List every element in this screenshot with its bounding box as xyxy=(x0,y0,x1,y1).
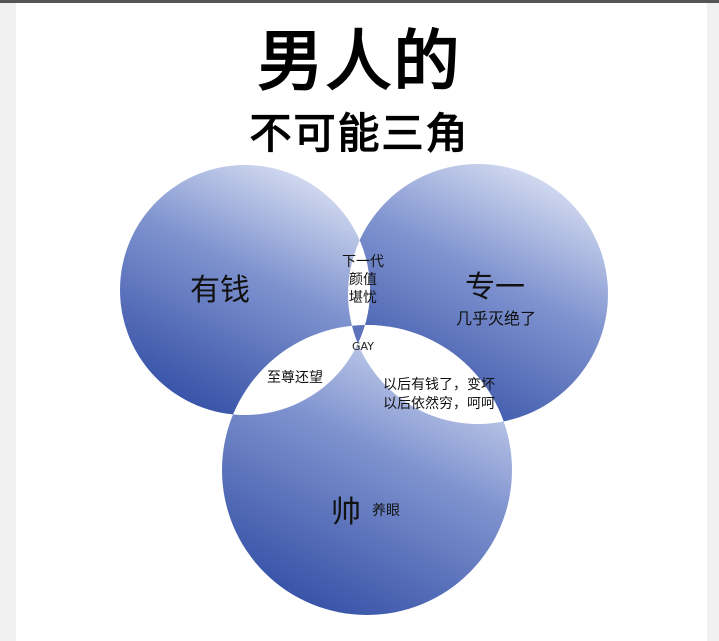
label-all-three: GAY xyxy=(352,340,374,353)
intersection-loyal-handsome xyxy=(348,325,512,424)
title: 男人的 xyxy=(257,22,462,100)
text-line: 以后有钱了，变坏 xyxy=(383,377,495,393)
right-margin xyxy=(707,3,719,641)
left-margin xyxy=(0,3,16,641)
intersection-rich-handsome xyxy=(222,325,370,415)
label-handsome: 帅 xyxy=(331,495,361,530)
text-line: 堪忧 xyxy=(349,290,377,306)
label-rich-loyal: 下一代 颜值 堪忧 xyxy=(338,253,388,307)
label-rich-handsome: 至尊还望 xyxy=(267,370,323,386)
text-line: 以后依然穷，呵呵 xyxy=(383,396,495,412)
label-handsome-note: 养眼 xyxy=(372,503,400,519)
label-rich: 有钱 xyxy=(190,273,250,308)
text-line: 下一代 xyxy=(342,254,384,270)
subtitle: 不可能三角 xyxy=(249,109,470,158)
label-loyal: 专一 xyxy=(465,270,525,305)
text-line: 颜值 xyxy=(349,272,377,288)
top-border xyxy=(0,0,719,3)
label-loyal-handsome: 以后有钱了，变坏 以后依然穷，呵呵 xyxy=(383,376,495,414)
label-loyal-note: 几乎灭绝了 xyxy=(456,309,537,328)
